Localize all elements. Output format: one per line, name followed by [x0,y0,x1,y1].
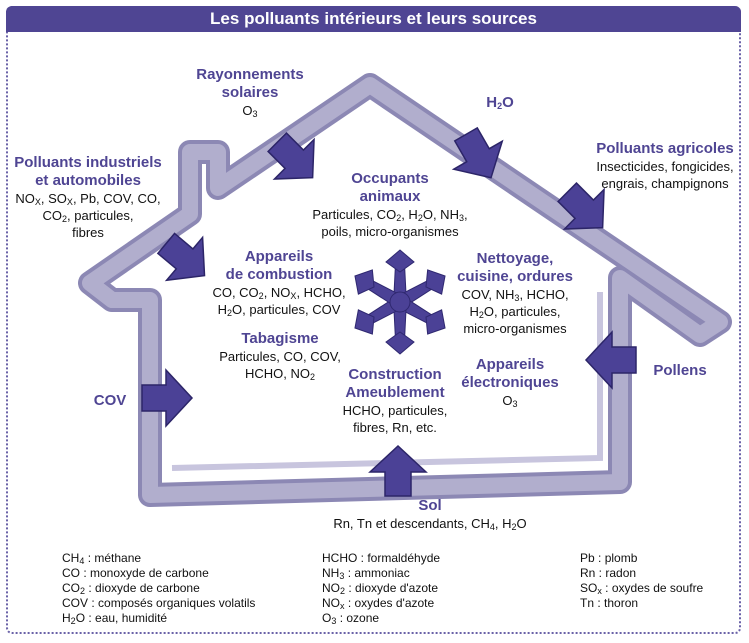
legend-item: Pb : plomb [580,551,638,565]
legend-item: Rn : radon [580,566,637,580]
combustion-line2: H2O, particules, COV [217,302,341,318]
snowflake-icon [354,249,446,355]
legend-item: H2O : eau, humidité [62,611,168,626]
legend-item: CO : monoxyde de carbone [62,566,209,580]
tabagisme-line1: Particules, CO, COV, [219,349,341,364]
legend-item: COV : composés organiques volatils [62,596,256,610]
legend-item: O3 : ozone [322,611,380,626]
legend-item: HCHO : formaldéhyde [322,551,441,565]
legend-col1: CH4 : méthane CO : monoxyde de carbone C… [62,551,255,626]
source-pollens: Pollens [653,362,707,379]
construction-line1: HCHO, particules, [342,403,448,418]
legend-item: NOx : oxydes d'azote [322,596,435,611]
source-nettoyage: Nettoyage,cuisine, ordures COV, NH3, HCH… [440,250,590,337]
legend-item: CH4 : méthane [62,551,142,566]
legend-item: NH3 : ammoniac [322,566,410,581]
source-sol: Sol Rn, Tn et descendants, CH4, H2O [300,497,560,532]
legend-col3: Pb : plomb Rn : radon SOx : oxydes de so… [580,551,703,611]
construction-line2: fibres, Rn, etc. [353,420,437,435]
industriels-line3: fibres [72,225,104,240]
industriels-line2: CO2, particules, [42,208,134,224]
source-h2o: H2O [486,94,514,111]
tabagisme-title: Tabagisme [241,330,319,347]
agricoles-title: Polluants agricoles [596,140,734,157]
sol-pollutants: Rn, Tn et descendants, CH4, H2O [333,516,527,532]
nettoyage-title: Nettoyage,cuisine, ordures [457,250,573,285]
occupants-line2: poils, micro-organismes [321,224,459,239]
nettoyage-line1: COV, NH3, HCHO, [461,287,569,303]
combustion-line1: CO, CO2, NOX, HCHO, [212,285,346,301]
tabagisme-line2: HCHO, NO2 [244,366,315,382]
nettoyage-line2: H2O, particules, [469,304,561,320]
legend-item: Tn : thoron [580,596,639,610]
legend-item: CO2 : dioxyde de carbone [62,581,200,596]
nettoyage-line3: micro-organismes [463,321,567,336]
rayonnements-pollutants: O3 [242,103,258,119]
source-agricoles: Polluants agricoles Insecticides, fongic… [585,140,745,192]
source-tabagisme: Tabagisme Particules, CO, COV, HCHO, NO2 [210,330,350,382]
sol-title: Sol [418,497,442,514]
agricoles-line2: engrais, champignons [601,176,729,191]
agricoles-line1: Insecticides, fongicides, [596,159,734,174]
legend-item: SOx : oxydes de soufre [580,581,704,596]
legend-col2: HCHO : formaldéhyde NH3 : ammoniac NO2 :… [322,551,440,626]
electroniques-pollutants: O3 [502,393,518,409]
industriels-line1: NOX, SOX, Pb, COV, CO, [15,191,161,207]
diagram-title: Les polluants intérieurs et leurs source… [6,6,741,32]
occupants-line1: Particules, CO2, H2O, NH3, [312,207,468,223]
source-cov: COV [93,392,127,409]
legend-item: NO2 : dioxyde d'azote [322,581,439,596]
